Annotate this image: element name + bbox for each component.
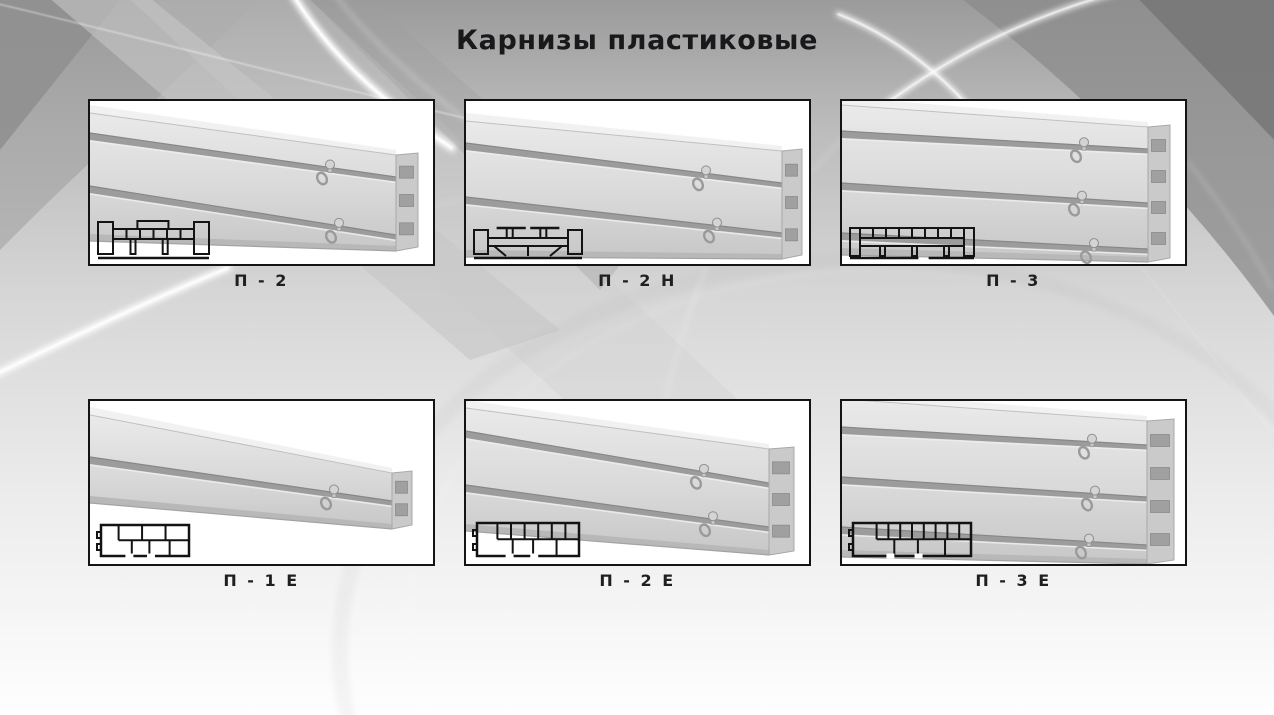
product-card-p2n: П - 2 Н xyxy=(464,99,811,290)
product-label-p2e: П - 2 Е xyxy=(599,571,676,590)
product-image-p2 xyxy=(88,99,435,266)
product-label-p2: П - 2 xyxy=(234,271,289,290)
product-row-bottom: П - 1 Е П - 2 Е П - 3 Е xyxy=(88,399,1188,590)
cross-section-diagram-icon xyxy=(96,523,191,559)
product-card-p2e: П - 2 Е xyxy=(464,399,811,590)
product-image-p2n xyxy=(464,99,811,266)
rail-3d-render-icon xyxy=(90,405,413,530)
product-card-p1e: П - 1 Е xyxy=(88,399,435,590)
product-card-p3e: П - 3 Е xyxy=(840,399,1187,590)
product-label-p2n: П - 2 Н xyxy=(598,271,677,290)
product-image-p1e xyxy=(88,399,435,566)
rail-3d-render-icon xyxy=(90,103,419,252)
product-image-p3 xyxy=(840,99,1187,266)
rail-3d-render-icon xyxy=(842,101,1171,264)
cross-section-diagram-icon xyxy=(97,220,210,260)
product-image-p2e xyxy=(464,399,811,566)
product-label-p1e: П - 1 Е xyxy=(223,571,300,590)
product-label-p3: П - 3 xyxy=(986,271,1041,290)
product-label-p3e: П - 3 Е xyxy=(975,571,1052,590)
product-card-p2: П - 2 xyxy=(88,99,435,290)
product-image-p3e xyxy=(840,399,1187,566)
rail-3d-render-icon xyxy=(466,401,795,556)
product-row-top: П - 2 П - 2 Н П - 3 xyxy=(88,99,1188,290)
cross-section-diagram-icon xyxy=(849,227,975,260)
cross-section-diagram-icon xyxy=(848,521,973,559)
page-title: Карнизы пластиковые xyxy=(455,25,818,56)
cross-section-diagram-icon xyxy=(472,521,581,559)
cross-section-diagram-icon xyxy=(473,226,583,260)
product-card-p3: П - 3 xyxy=(840,99,1187,290)
